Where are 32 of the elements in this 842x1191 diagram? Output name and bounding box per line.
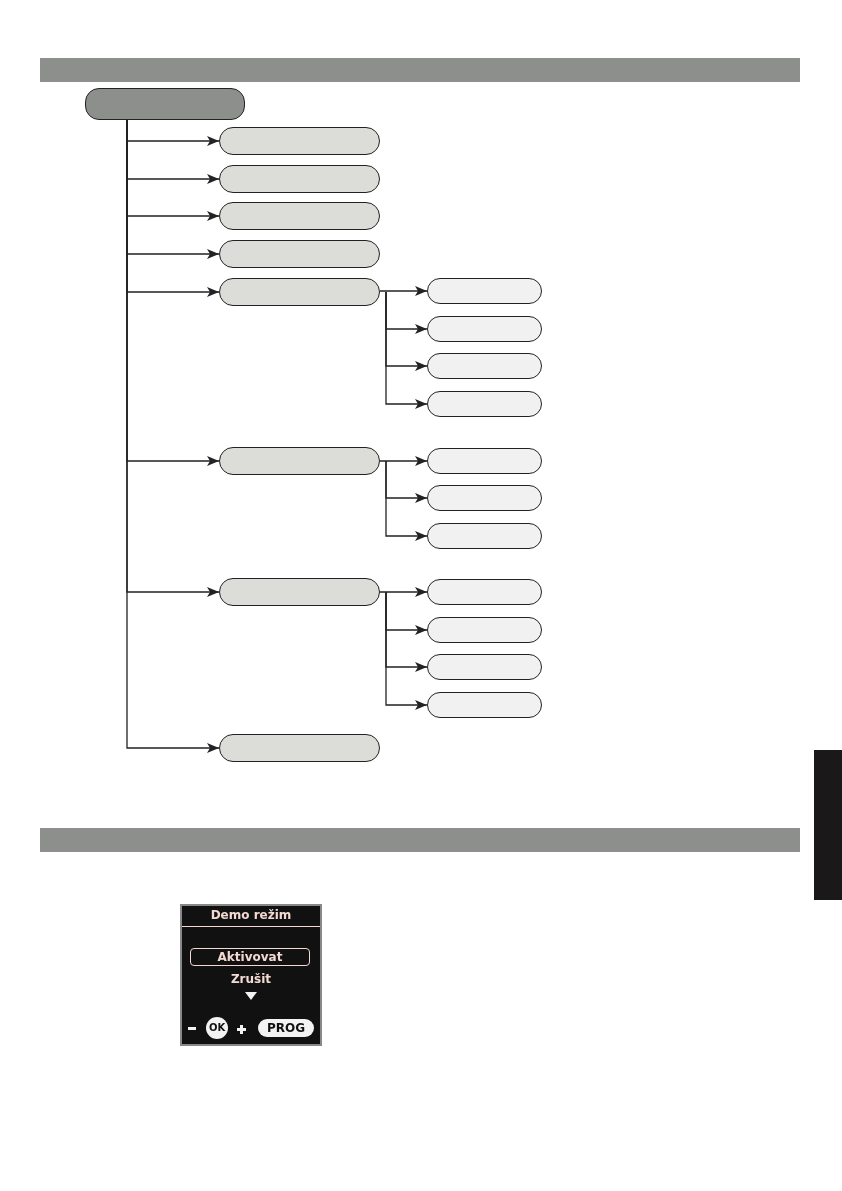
menu-box bbox=[427, 523, 542, 549]
menu-box bbox=[85, 88, 245, 120]
arrow bbox=[379, 456, 428, 466]
menu-box bbox=[219, 127, 380, 155]
menu-box bbox=[219, 240, 380, 268]
menu-box bbox=[427, 617, 542, 643]
arrow bbox=[379, 286, 428, 296]
menu-box bbox=[219, 578, 380, 606]
menu-box bbox=[219, 734, 380, 762]
menu-box bbox=[427, 692, 542, 718]
arrow bbox=[379, 587, 428, 597]
prog-button: PROG bbox=[258, 1019, 314, 1037]
side-tab bbox=[814, 750, 842, 900]
screen-title: Demo režim bbox=[209, 908, 293, 922]
arrow bbox=[385, 591, 428, 710]
menu-box bbox=[219, 447, 380, 475]
menu-box bbox=[427, 353, 542, 379]
menu-box bbox=[427, 278, 542, 304]
menu-box bbox=[219, 278, 380, 306]
arrow bbox=[385, 291, 428, 409]
menu-box bbox=[427, 485, 542, 511]
menu-box bbox=[427, 448, 542, 474]
menu-box bbox=[427, 654, 542, 680]
option-button: Aktivovat bbox=[190, 948, 310, 966]
menu-box bbox=[427, 316, 542, 342]
option-text: Zrušit bbox=[229, 972, 273, 986]
ok-button: OK bbox=[206, 1017, 228, 1039]
arrow bbox=[385, 460, 428, 541]
menu-box bbox=[219, 165, 380, 193]
menu-box bbox=[427, 579, 542, 605]
menu-box bbox=[219, 202, 380, 230]
menu-box bbox=[427, 391, 542, 417]
